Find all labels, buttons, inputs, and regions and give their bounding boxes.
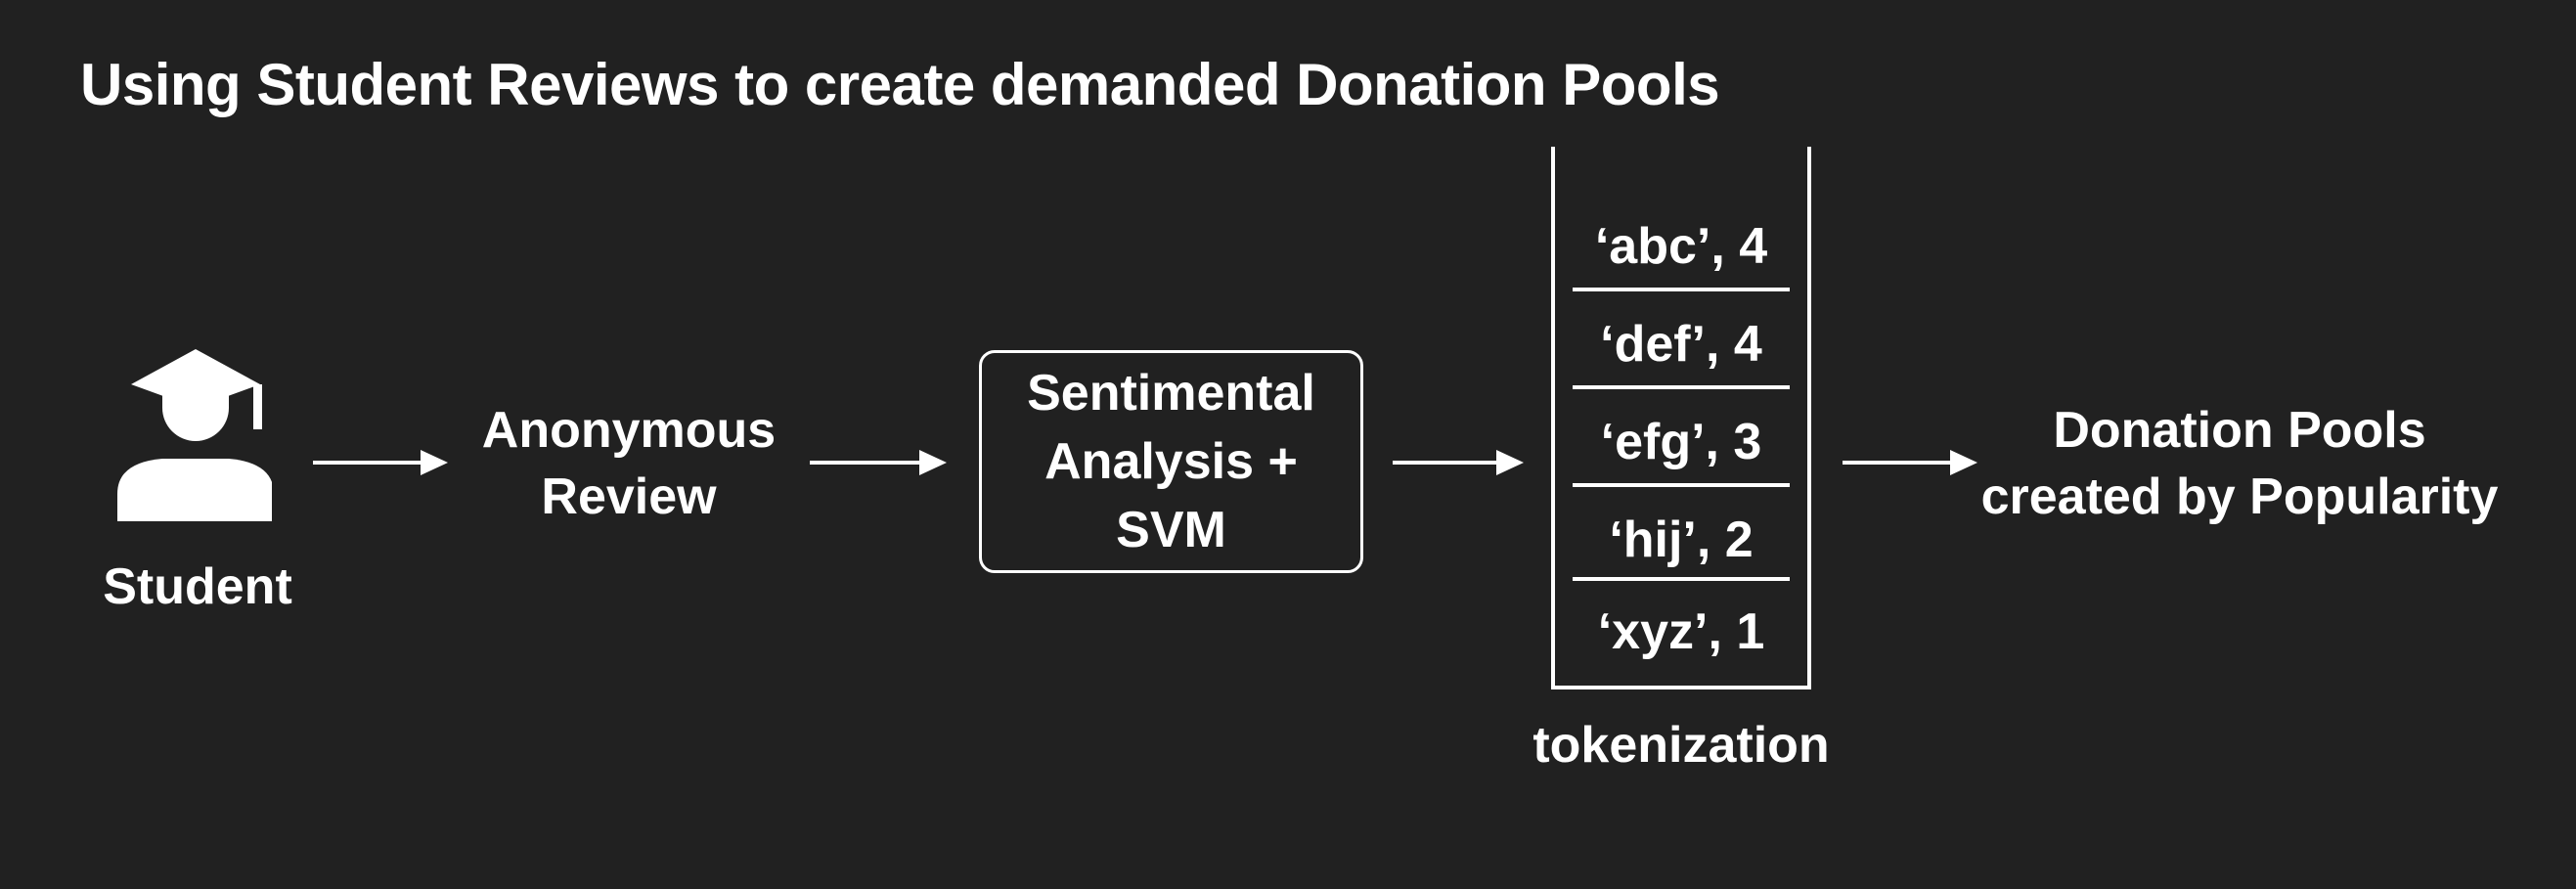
token-item: ‘abc’, 4 [1594, 218, 1768, 275]
arrow-analysis-to-tokens [1393, 450, 1524, 475]
review-line-2: Review [541, 468, 717, 525]
student-graduate-icon [117, 349, 272, 521]
pools-line-2: created by Popularity [1980, 468, 2499, 525]
tokenization-label: tokenization [1532, 717, 1830, 774]
analysis-line-1: Sentimental [1027, 365, 1315, 422]
arrow-review-to-analysis [810, 450, 947, 475]
arrow-tokens-to-pools [1843, 450, 1977, 475]
stack-divider [1573, 385, 1790, 389]
token-item: ‘xyz’, 1 [1597, 603, 1765, 660]
analysis-line-3: SVM [1116, 502, 1226, 558]
review-line-1: Anonymous [481, 402, 777, 459]
analysis-line-2: Analysis + [1044, 433, 1298, 490]
arrow-student-to-review [313, 450, 448, 475]
pools-node: Donation Pools created by Popularity [1946, 397, 2533, 530]
tokenization-stack: ‘abc’, 4 ‘def’, 4 ‘efg’, 3 ‘hij’, 2 ‘xyz… [1551, 147, 1811, 689]
token-item: ‘efg’, 3 [1600, 414, 1762, 470]
analysis-box: Sentimental Analysis + SVM [979, 350, 1363, 573]
pools-line-1: Donation Pools [2053, 402, 2426, 459]
stack-divider [1573, 288, 1790, 291]
review-node: Anonymous Review [467, 397, 790, 530]
token-item: ‘hij’, 2 [1609, 511, 1754, 568]
token-item: ‘def’, 4 [1600, 316, 1762, 373]
stack-divider [1573, 483, 1790, 487]
diagram-title: Using Student Reviews to create demanded… [80, 52, 1720, 117]
stack-divider [1573, 577, 1790, 581]
student-label: Student [103, 558, 292, 615]
